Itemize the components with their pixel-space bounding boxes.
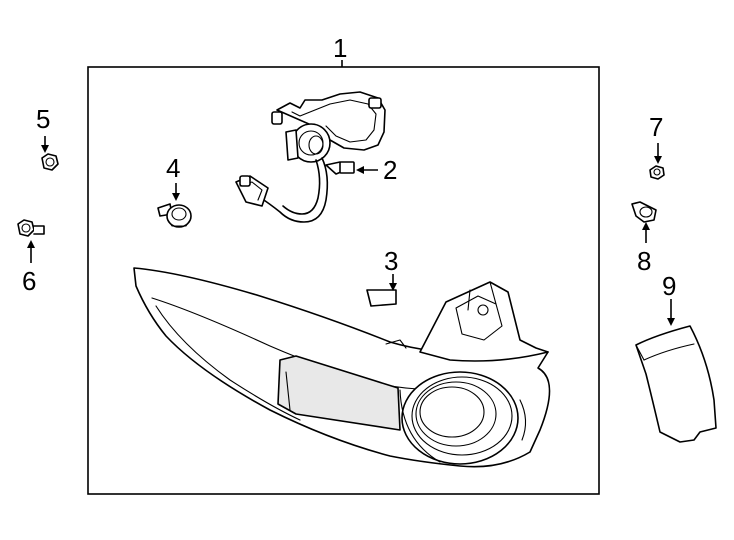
bolt-part-6 bbox=[17, 219, 45, 237]
callout-5-label: 5 bbox=[36, 104, 50, 134]
nut-part-8 bbox=[631, 201, 657, 223]
callout-1-label: 1 bbox=[333, 33, 347, 63]
screw-part-7 bbox=[649, 165, 665, 180]
callout-8-label: 8 bbox=[637, 246, 651, 276]
nut-part-5 bbox=[41, 153, 59, 171]
callout-3-label: 3 bbox=[384, 246, 398, 276]
callout-7-label: 7 bbox=[649, 112, 663, 142]
wiring-harness-part-2 bbox=[235, 91, 386, 223]
callout-4-label: 4 bbox=[166, 153, 180, 183]
tail-lamp-assembly-part-1 bbox=[133, 267, 551, 468]
callout-9-label: 9 bbox=[662, 271, 676, 301]
pad-part-3 bbox=[366, 289, 397, 307]
assembly-frame bbox=[87, 66, 600, 495]
callout-6-label: 6 bbox=[22, 266, 36, 296]
trim-piece-part-9 bbox=[635, 325, 717, 443]
callout-2-label: 2 bbox=[383, 155, 397, 185]
grommet-part-4 bbox=[157, 203, 192, 228]
